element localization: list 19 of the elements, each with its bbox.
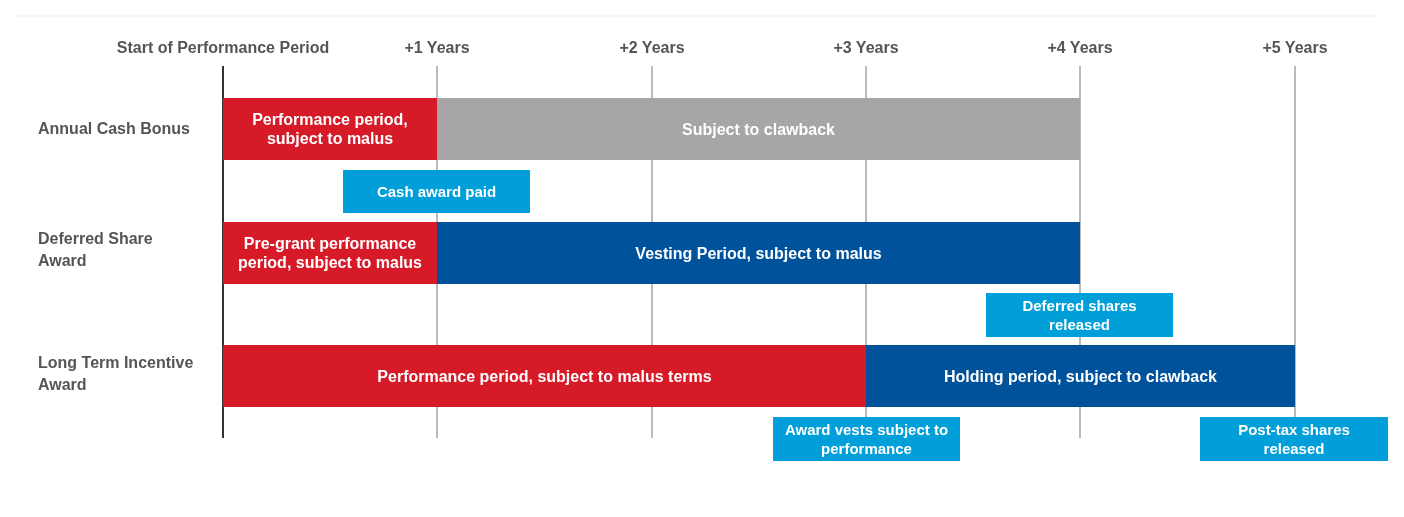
milestone-callout: Deferred shares released [986, 293, 1173, 337]
row-label: Deferred Share Award [38, 229, 154, 271]
performance-bar: Performance period, subject to malus terms [223, 345, 866, 407]
year-label: +3 Years [833, 38, 899, 57]
year-label: Start of Performance Period [116, 38, 330, 57]
clawback-bar: Subject to clawback [437, 98, 1080, 160]
row-label: Long Term Incentive Award [38, 353, 195, 395]
milestone-callout: Award vests subject to performance [773, 417, 960, 461]
year-label: +2 Years [619, 38, 685, 57]
row-label: Annual Cash Bonus [38, 119, 191, 139]
year-label: +5 Years [1262, 38, 1328, 57]
performance-bar: Performance period, subject to malus [223, 98, 437, 160]
holding-bar: Holding period, subject to clawback [866, 345, 1295, 407]
year-label: +4 Years [1047, 38, 1113, 57]
vesting-bar: Vesting Period, subject to malus [437, 222, 1080, 284]
milestone-callout: Post-tax shares released [1200, 417, 1388, 461]
year-label: +1 Years [404, 38, 470, 57]
performance-bar: Pre-grant performance period, subject to malus [223, 222, 437, 284]
milestone-callout: Cash award paid [343, 170, 530, 213]
